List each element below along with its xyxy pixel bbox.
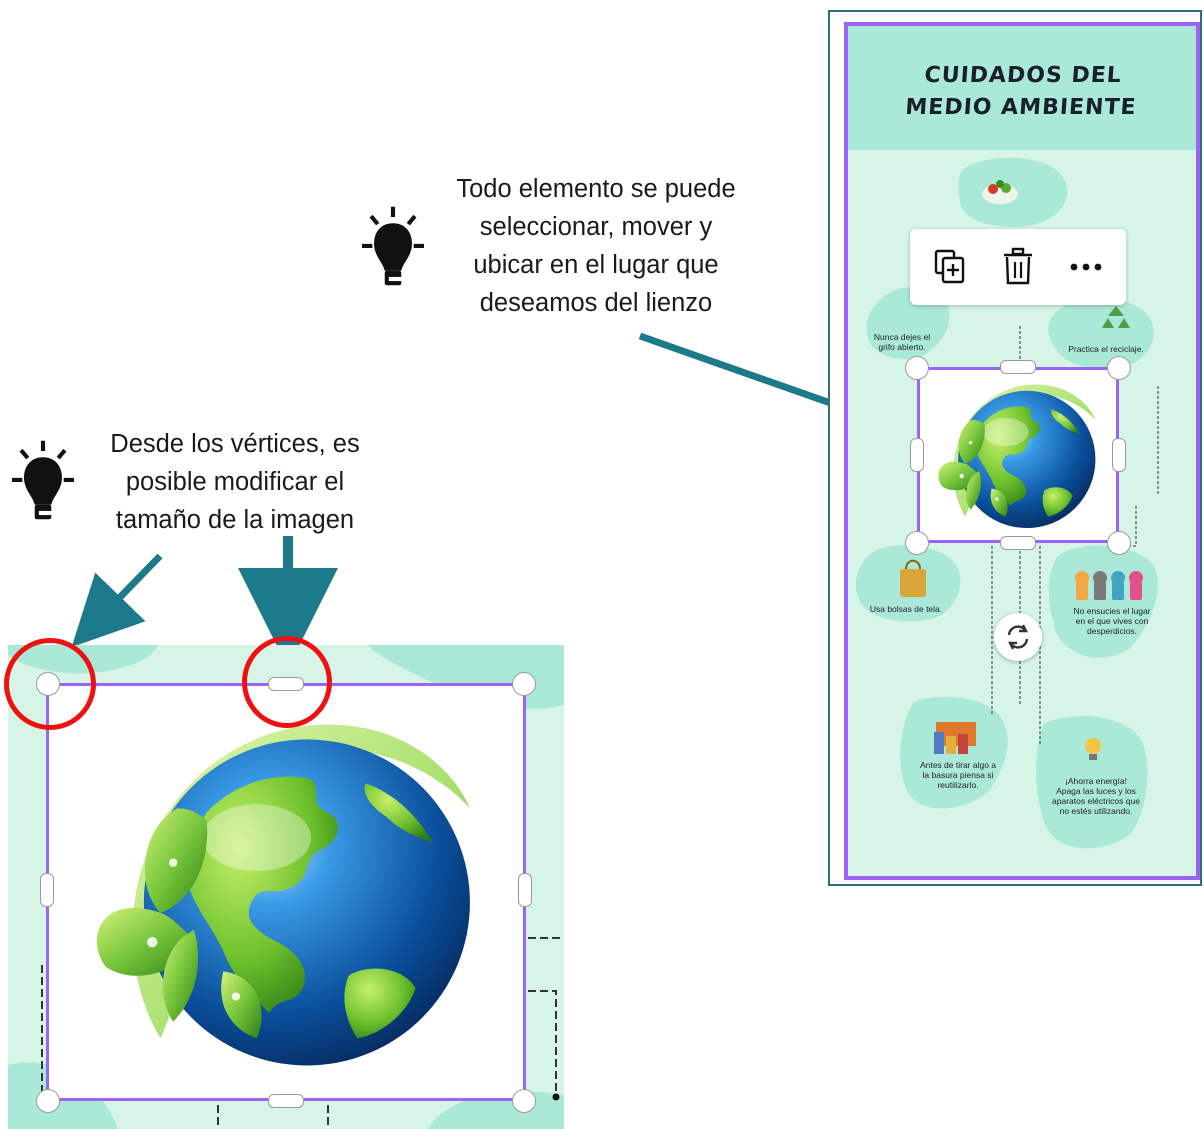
resize-handle-bottom-right[interactable] [1107, 531, 1131, 555]
trash-icon [1004, 247, 1032, 285]
poster-header [848, 26, 1196, 150]
card-no-trash[interactable]: No ensucies el lugar en el que vives con… [1062, 606, 1162, 636]
highlight-corner-ring [4, 638, 96, 730]
resize-handle-right[interactable] [1112, 438, 1126, 472]
card-faucet[interactable]: Nunca dejes el grifo abierto. [866, 332, 938, 352]
card-line: reutilizarlo. [937, 780, 979, 790]
callout-line: seleccionar, mover y [479, 213, 713, 241]
resize-handle-top-left[interactable] [905, 356, 929, 380]
duplicate-icon [934, 249, 965, 284]
resize-handle-top[interactable] [1000, 360, 1036, 374]
card-line: No ensucies el lugar [1073, 606, 1151, 616]
resize-handle-bottom-left[interactable] [905, 531, 929, 555]
poster-decoration [855, 157, 1159, 849]
card-line: Usa bolsas de tela. [869, 604, 943, 614]
resize-handle-left[interactable] [910, 438, 924, 472]
card-line: Practica el reciclaje. [1068, 344, 1144, 354]
card-reuse[interactable]: Antes de tirar algo a la basura piensa s… [910, 760, 1006, 790]
callout-line: ubicar en el lugar que [473, 251, 719, 279]
zoomed-globe-image[interactable] [46, 683, 526, 1101]
callout-line: Todo elemento se puede [456, 175, 736, 203]
callout-move-elements: Todo elemento se puede seleccionar, move… [440, 170, 752, 322]
selection-box[interactable] [917, 367, 1119, 543]
card-line: en el que vives con [1075, 616, 1149, 626]
card-line: no estés utilizando. [1059, 806, 1133, 816]
rotate-icon [1007, 624, 1029, 650]
zoomed-selection-box[interactable] [46, 683, 526, 1101]
resize-handle-top-right[interactable] [1107, 356, 1131, 380]
more-options-button[interactable] [1064, 245, 1108, 289]
resize-handle-bottom[interactable] [1000, 536, 1036, 550]
card-line: Antes de tirar algo a [919, 760, 997, 770]
delete-button[interactable] [996, 245, 1040, 289]
duplicate-button[interactable] [928, 245, 972, 289]
more-icon [1070, 263, 1102, 271]
zoomed-handle-bottom-left[interactable] [36, 1089, 60, 1113]
card-line: la basura piensa si [922, 770, 994, 780]
card-energy[interactable]: ¡Ahorra energía! Apaga las luces y los a… [1044, 776, 1148, 816]
callout-resize: Desde los vértices, es posible modificar… [85, 425, 385, 539]
rotate-button[interactable] [994, 613, 1042, 661]
element-toolbar [910, 229, 1126, 305]
card-line: ¡Ahorra energía! [1065, 776, 1127, 786]
card-bags[interactable]: Usa bolsas de tela. [856, 604, 956, 614]
card-line: grifo abierto. [878, 342, 926, 352]
card-line: Nunca dejes el [873, 332, 931, 342]
zoomed-handle-left[interactable] [40, 873, 54, 907]
card-line: Apaga las luces y los [1056, 786, 1136, 796]
card-line: desperdicios. [1086, 626, 1138, 636]
card-line: aparatos eléctricos que [1052, 796, 1140, 806]
selected-globe-image[interactable] [917, 367, 1119, 543]
arrow-to-corner [71, 553, 163, 648]
highlight-edge-ring [242, 636, 332, 728]
zoomed-handle-top-right[interactable] [512, 672, 536, 696]
card-recycle[interactable]: Practica el reciclaje. [1056, 344, 1156, 354]
callout-line: tamaño de la imagen [115, 506, 355, 534]
zoomed-handle-right[interactable] [518, 873, 532, 907]
zoomed-handle-bottom-right[interactable] [512, 1089, 536, 1113]
callout-line: Desde los vértices, es [110, 430, 360, 458]
callout-line: deseamos del lienzo [479, 289, 713, 317]
callout-line: posible modificar el [125, 468, 345, 496]
infographic-poster[interactable]: CUIDADOS DEL MEDIO AMBIENTE [844, 22, 1200, 880]
zoomed-handle-bottom[interactable] [268, 1094, 304, 1108]
